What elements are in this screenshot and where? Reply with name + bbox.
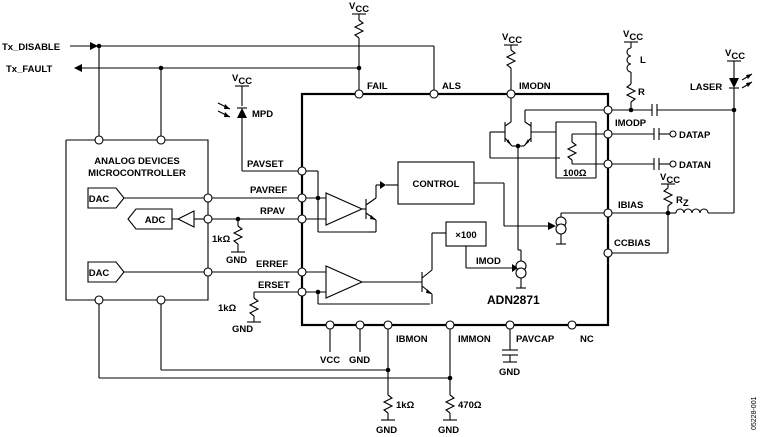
chip-name-label: ADN2871 [487,293,540,307]
datap-label: DATAP [679,130,711,141]
vcc-r-label: VCC [623,29,643,43]
als-pin-label: ALS [442,81,461,92]
vcc-top-label: VCC [349,1,369,15]
res-1k-b-label: 1kΩ [218,303,237,314]
pavref-label: PAVREF [250,185,287,196]
immon-label: IMMON [458,334,491,345]
nc-label: NC [580,334,594,345]
vcc-mpd-label: VCC [232,73,252,87]
erref-label: ERREF [256,259,288,270]
dac-label-1: DAC [89,194,110,205]
tx-disable-label: Tx_DISABLE [2,42,60,53]
datan-label: DATAN [679,160,711,171]
figure-id-label: 05228-001 [751,396,758,430]
dac-block-1 [87,187,125,209]
mcu-label-line2: MICROCONTROLLER [88,168,186,179]
vcc-imodn-label: VCC [502,32,522,46]
vcc-laser-label: VCC [725,48,745,62]
fail-pin-label: FAIL [367,81,388,92]
control-block [397,161,475,205]
gnd-a-label: GND [226,255,247,266]
inductor-l-label: L [640,55,646,66]
adc-buffer-triangle [176,210,195,228]
er-opamp [325,265,364,299]
ibias-pin-label: IBIAS [618,200,643,211]
res-470-label: 470Ω [458,400,482,411]
rpav-label: RPAV [260,206,286,217]
x100-block [445,221,487,247]
mcu-label-line1: ANALOG DEVICES [94,156,180,167]
mpd-label: MPD [252,109,273,120]
imod-label: IMOD [476,256,501,267]
control-label: CONTROL [413,179,460,190]
gnd-b-label: GND [232,324,253,335]
resistor-r-label: R [638,87,645,98]
res-100-label: 100Ω [563,168,587,179]
dac-block-2 [87,261,125,283]
laser-light-arrows-icon [741,73,753,89]
imodn-pin-label: IMODN [519,81,551,92]
gnd-e-label: GND [438,425,459,436]
x100-label: ×100 [455,230,476,241]
pav-opamp [325,192,364,226]
mpd-light-arrows-icon [217,102,231,118]
imodp-pin-label: IMODP [615,118,647,129]
res-1k-c-label: 1kΩ [396,400,415,411]
adc-label: ADC [145,215,166,226]
tx-fault-label: Tx_FAULT [6,64,52,75]
vcc-rz-label: VCC [660,172,680,186]
adc-block [127,208,173,230]
laser-label: LASER [690,82,722,93]
dac-label-2: DAC [89,268,110,279]
pavcap-label: PAVCAP [516,334,555,345]
pin-vcc-label: VCC [320,355,340,366]
gnd-d-label: GND [376,425,397,436]
rz-label: RZ [676,195,689,209]
ccbias-pin-label: CCBIAS [614,238,650,249]
pin-gnd-label: GND [349,355,370,366]
erset-label: ERSET [258,280,290,291]
res-1k-a-label: 1kΩ [212,234,231,245]
pavset-label: PAVSET [247,159,284,170]
gnd-c-label: GND [499,367,520,378]
ibmon-label: IBMON [396,334,428,345]
